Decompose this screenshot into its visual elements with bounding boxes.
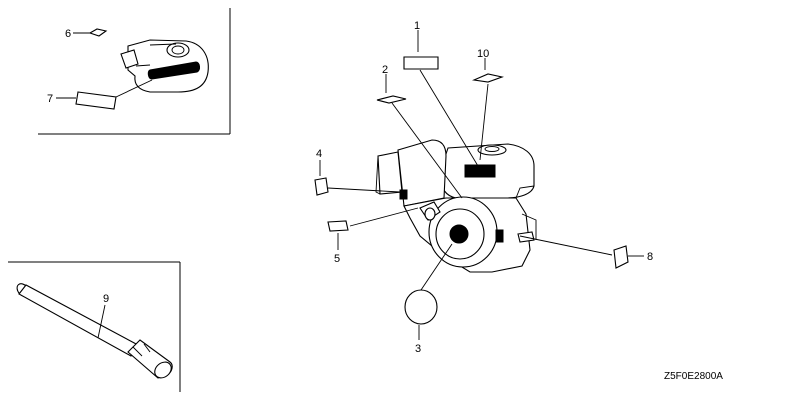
label-1-sticker[interactable] xyxy=(403,56,439,70)
diagram-code: Z5F0E2800A xyxy=(664,371,723,382)
label-3-round-sticker[interactable] xyxy=(404,289,438,325)
label-5-sticker[interactable] xyxy=(327,220,349,232)
callout-6: 6 xyxy=(65,28,71,40)
callout-4: 4 xyxy=(316,148,322,160)
callout-10: 10 xyxy=(477,48,489,60)
callout-8: 8 xyxy=(647,251,653,263)
label-6-sticker[interactable] xyxy=(88,28,108,37)
label-4-sticker[interactable] xyxy=(314,177,329,196)
label-7-sticker[interactable] xyxy=(75,91,117,110)
callout-1: 1 xyxy=(414,20,420,32)
callout-7: 7 xyxy=(47,93,53,105)
label-10-sticker[interactable] xyxy=(471,73,505,83)
inset-frame-bottom-left xyxy=(8,261,181,392)
callout-9: 9 xyxy=(103,293,109,305)
inset-frame-top-left xyxy=(38,8,231,135)
plug-wrench-tool[interactable] xyxy=(15,281,175,381)
callout-2: 2 xyxy=(382,64,388,76)
callout-3: 3 xyxy=(415,343,421,355)
switch-cover-part xyxy=(120,39,209,93)
label-8-sticker[interactable] xyxy=(613,245,629,269)
label-2-sticker[interactable] xyxy=(376,95,407,104)
engine-assembly xyxy=(375,139,537,273)
callout-5: 5 xyxy=(334,253,340,265)
